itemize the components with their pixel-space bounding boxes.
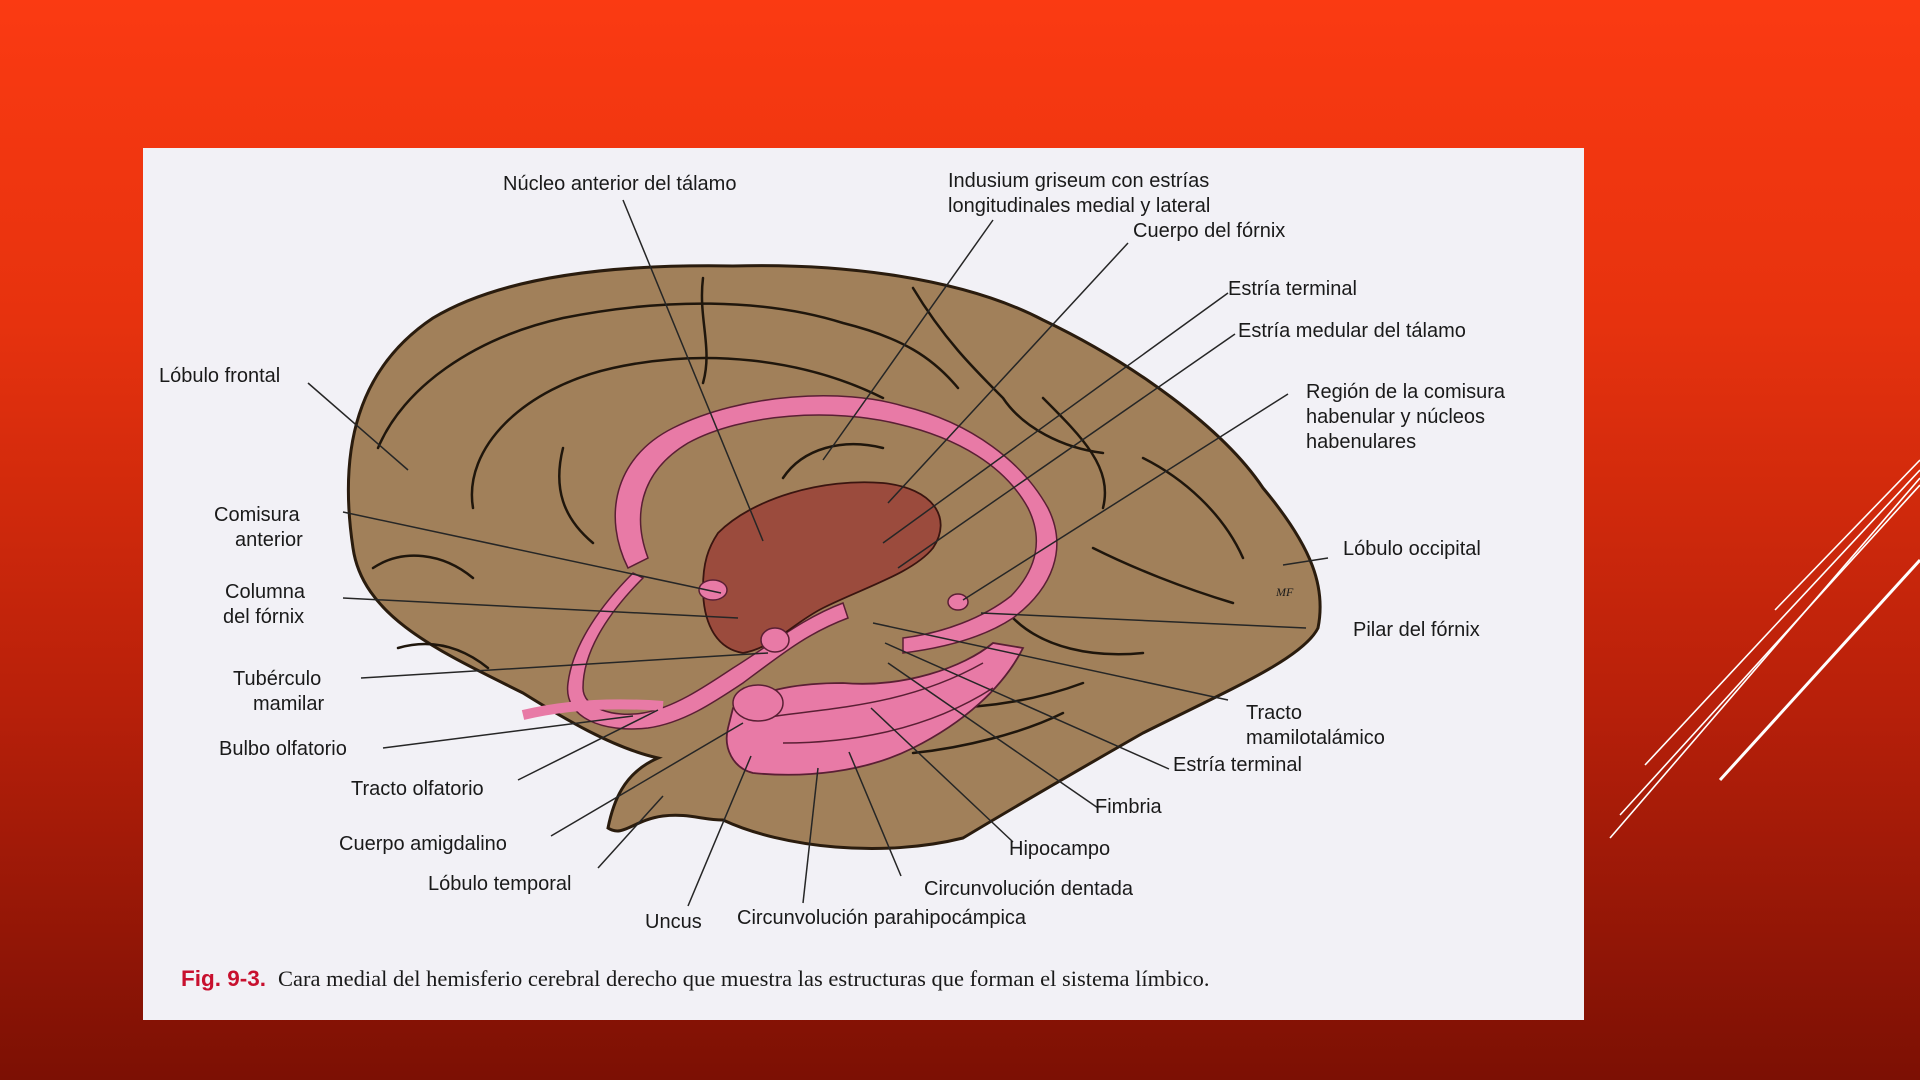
label-comisura-anterior-line2: anterior — [235, 529, 303, 551]
label-bulbo-olfatorio: Bulbo olfatorio — [219, 738, 347, 760]
slide-decoration-lines — [1609, 459, 1920, 839]
label-indusium-line2: longitudinales medial y lateral — [948, 195, 1210, 217]
labels: Núcleo anterior del tálamo Indusium gris… — [159, 170, 1506, 933]
figure-panel: MF Núc — [143, 148, 1584, 1020]
label-circunvolucion-parahipocampica: Circunvolución parahipocámpica — [737, 907, 1027, 929]
label-lobulo-occipital: Lóbulo occipital — [1343, 538, 1481, 560]
anterior-commissure — [698, 579, 728, 601]
label-tuberculo-mamilar-line2: mamilar — [253, 693, 324, 715]
leader-lines — [307, 199, 1329, 907]
label-estria-medular: Estría medular del tálamo — [1238, 320, 1466, 342]
figure-caption: Fig. 9-3. Cara medial del hemisferio cere… — [181, 966, 1571, 992]
label-pilar-fornix: Pilar del fórnix — [1353, 619, 1480, 641]
caption-figure-number: Fig. 9-3. — [181, 966, 267, 991]
label-lobulo-temporal: Lóbulo temporal — [428, 873, 571, 895]
label-hipocampo: Hipocampo — [1009, 838, 1110, 860]
mammillary-body — [760, 627, 790, 653]
thalamus — [702, 481, 942, 654]
label-estria-terminal-bottom: Estría terminal — [1173, 754, 1302, 776]
label-tuberculo-mamilar-line1: Tubérculo — [233, 668, 321, 690]
label-columna-fornix-line2: del fórnix — [223, 606, 304, 628]
label-indusium-line1: Indusium griseum con estrías — [948, 170, 1209, 192]
label-cuerpo-fornix: Cuerpo del fórnix — [1133, 220, 1285, 242]
habenular-nuclei — [947, 593, 969, 611]
cingulate-arc — [614, 395, 1058, 654]
label-tracto-olfatorio: Tracto olfatorio — [351, 778, 484, 800]
label-columna-fornix-line1: Columna — [225, 581, 306, 603]
label-tracto-mamilotalamico-line1: Tracto — [1246, 702, 1302, 724]
hippocampal-body — [725, 642, 1025, 776]
label-region-comisura-line3: habenulares — [1306, 431, 1416, 453]
artist-signature: MF — [1275, 585, 1294, 599]
label-estria-terminal-top: Estría terminal — [1228, 278, 1357, 300]
label-region-comisura-line2: habenular y núcleos — [1306, 406, 1485, 428]
amygdala — [732, 684, 784, 722]
label-tracto-mamilotalamico-line2: mamilotalámico — [1246, 727, 1385, 749]
label-cuerpo-amigdalino: Cuerpo amigdalino — [339, 833, 507, 855]
label-fimbria: Fimbria — [1095, 796, 1163, 818]
label-circunvolucion-dentada: Circunvolución dentada — [924, 878, 1134, 900]
label-comisura-anterior-line1: Comisura — [214, 504, 300, 526]
label-lobulo-frontal: Lóbulo frontal — [159, 365, 280, 387]
limbic-system-diagram: MF Núc — [159, 170, 1506, 933]
label-nucleo-anterior-talamo: Núcleo anterior del tálamo — [503, 173, 736, 195]
label-region-comisura-line1: Región de la comisura — [1306, 381, 1506, 403]
caption-text: Cara medial del hemisferio cerebral dere… — [278, 966, 1210, 991]
olfactory-tract — [521, 699, 664, 720]
label-uncus: Uncus — [645, 911, 702, 933]
